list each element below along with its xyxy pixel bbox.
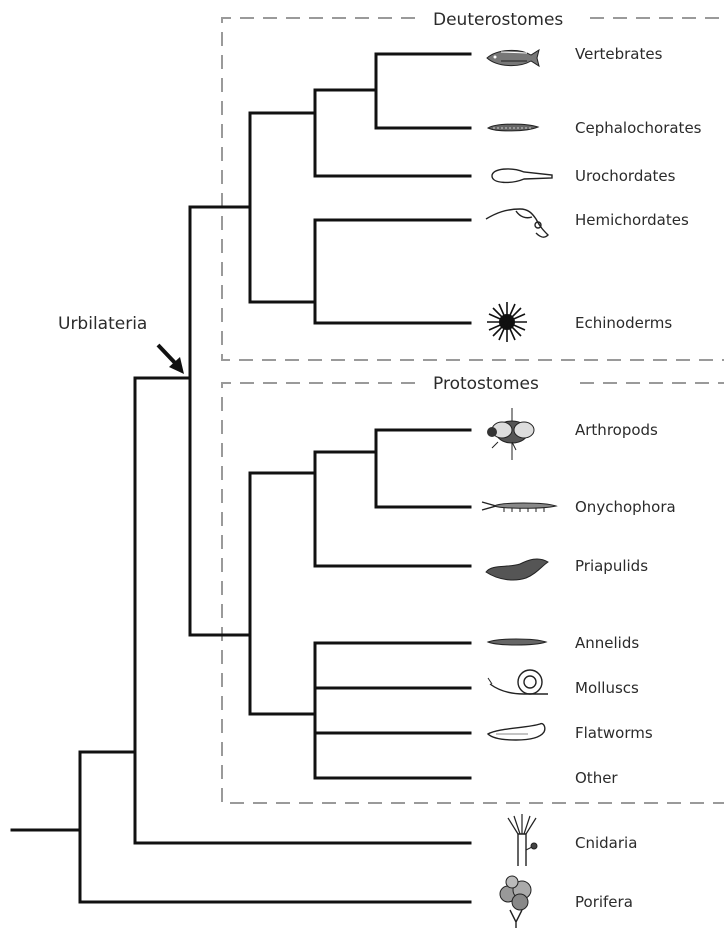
velvet-worm-icon	[481, 501, 558, 512]
fly-icon	[487, 408, 535, 460]
taxon-label-vertebrates: Vertebrates	[575, 45, 663, 63]
sea-urchin-icon	[487, 302, 527, 342]
urbilateria-arrow-icon	[156, 343, 184, 374]
taxon-label-priapulids: Priapulids	[575, 557, 648, 575]
taxon-label-flatworms: Flatworms	[575, 724, 653, 742]
snail-icon	[487, 669, 548, 695]
taxon-label-annelids: Annelids	[575, 634, 639, 652]
priapulid-worm-icon	[485, 558, 549, 581]
taxon-label-other: Other	[575, 769, 618, 787]
taxon-label-cephalochordates: Cephalochorates	[575, 119, 702, 137]
taxon-label-arthropods: Arthropods	[575, 421, 658, 439]
taxon-label-urochordates: Urochordates	[575, 167, 676, 185]
acorn-worm-icon	[485, 208, 549, 238]
tunicate-larva-icon	[491, 168, 553, 184]
lancelet-icon	[486, 123, 540, 132]
taxon-label-porifera: Porifera	[575, 893, 633, 911]
taxon-label-echinoderms: Echinoderms	[575, 314, 672, 332]
deuterostomes-title: Deuterostomes	[433, 10, 563, 30]
sponge-icon	[499, 875, 532, 928]
taxon-label-molluscs: Molluscs	[575, 679, 639, 697]
segmented-worm-icon	[486, 638, 548, 646]
protostomes-box	[221, 382, 724, 804]
protostomes-title: Protostomes	[433, 374, 539, 394]
tree-branches	[10, 52, 472, 904]
urbilateria-label: Urbilateria	[58, 314, 147, 334]
taxon-label-cnidaria: Cnidaria	[575, 834, 637, 852]
hydra-icon	[507, 814, 538, 866]
flatworm-icon	[486, 722, 546, 741]
taxon-label-onychophora: Onychophora	[575, 498, 676, 516]
taxon-labels: Vertebrates Cephalochorates Urochordates…	[575, 45, 702, 911]
fish-icon	[486, 48, 540, 68]
deuterostomes-box	[221, 17, 724, 361]
taxon-label-hemichordates: Hemichordates	[575, 211, 689, 229]
